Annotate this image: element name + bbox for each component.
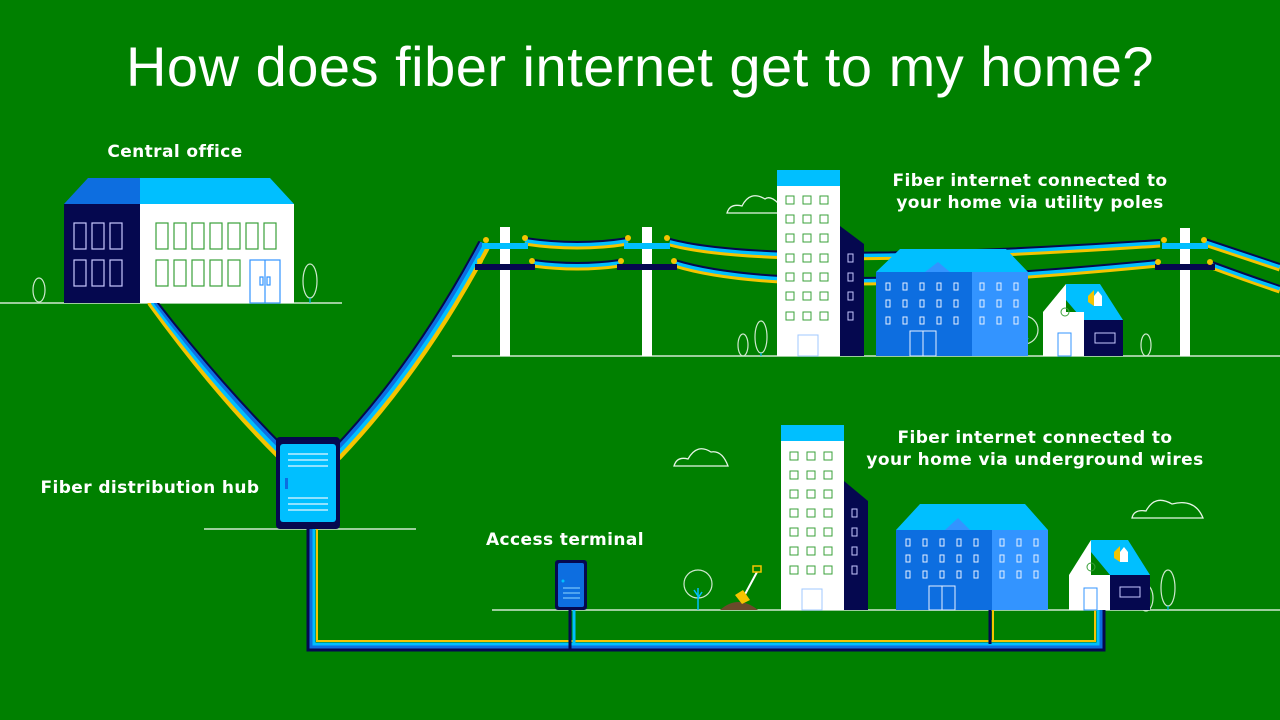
- label-utility-poles-line1: Fiber internet connected to: [892, 171, 1168, 191]
- label-distribution-hub: Fiber distribution hub: [40, 478, 260, 498]
- access-terminal-box: [555, 560, 587, 610]
- house-lower: [1069, 540, 1150, 611]
- label-underground: Fiber internet connected to your home vi…: [850, 427, 1220, 471]
- central-office-building: [64, 178, 294, 304]
- label-access-terminal: Access terminal: [486, 530, 644, 550]
- label-underground-line1: Fiber internet connected to: [897, 428, 1173, 448]
- label-central-office: Central office: [107, 142, 243, 162]
- apartment-tower-upper: [777, 170, 864, 357]
- utility-pole-3: [1155, 228, 1215, 356]
- fiber-cable-co-to-hub: [147, 298, 287, 460]
- apartment-block-upper: [876, 249, 1028, 357]
- house-upper: [1043, 284, 1123, 357]
- utility-pole-2: [617, 227, 677, 356]
- fiber-distribution-hub-cabinet: [276, 437, 340, 529]
- page-title: How does fiber internet get to my home?: [125, 35, 1155, 98]
- fiber-cable-hub-to-poles: [331, 241, 490, 461]
- shovel-icon: [720, 565, 762, 610]
- label-utility-poles-line2: your home via utility poles: [896, 193, 1164, 213]
- label-utility-poles: Fiber internet connected to your home vi…: [870, 170, 1190, 214]
- cloud-icon: [673, 195, 1204, 519]
- apartment-block-lower: [896, 504, 1048, 611]
- label-underground-line2: your home via underground wires: [866, 450, 1204, 470]
- utility-pole-1: [475, 227, 535, 356]
- underground-fiber-cables: [306, 528, 1106, 652]
- tree-icon: [32, 263, 318, 303]
- tree-icon: [683, 315, 1176, 612]
- apartment-tower-lower: [781, 425, 868, 611]
